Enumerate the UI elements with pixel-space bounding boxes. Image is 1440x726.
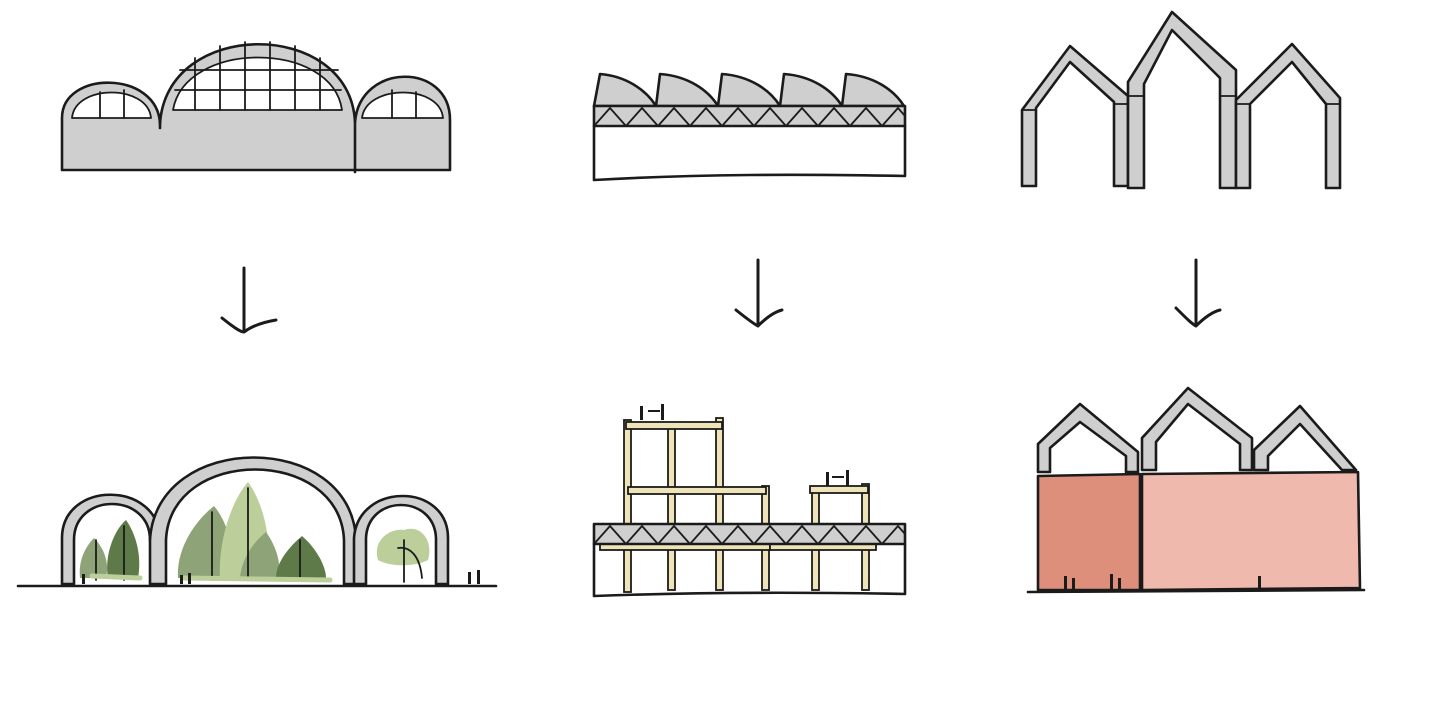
arrow-down-icon [734, 258, 784, 328]
arched-hall-before [60, 41, 452, 174]
people-figures [1064, 574, 1261, 590]
tree-group [79, 482, 430, 583]
sawtooth-shed-before [592, 72, 907, 182]
people-figures [82, 570, 480, 584]
gabled-frames-after [1026, 386, 1366, 594]
people-figures [640, 404, 849, 486]
arrow-down-icon [220, 266, 278, 334]
timber-frame [599, 417, 877, 593]
arrow-down-icon [1174, 258, 1222, 328]
sawtooth-shed-after [592, 404, 907, 598]
gabled-frames-before [1020, 10, 1342, 190]
arched-hall-after [16, 456, 498, 588]
